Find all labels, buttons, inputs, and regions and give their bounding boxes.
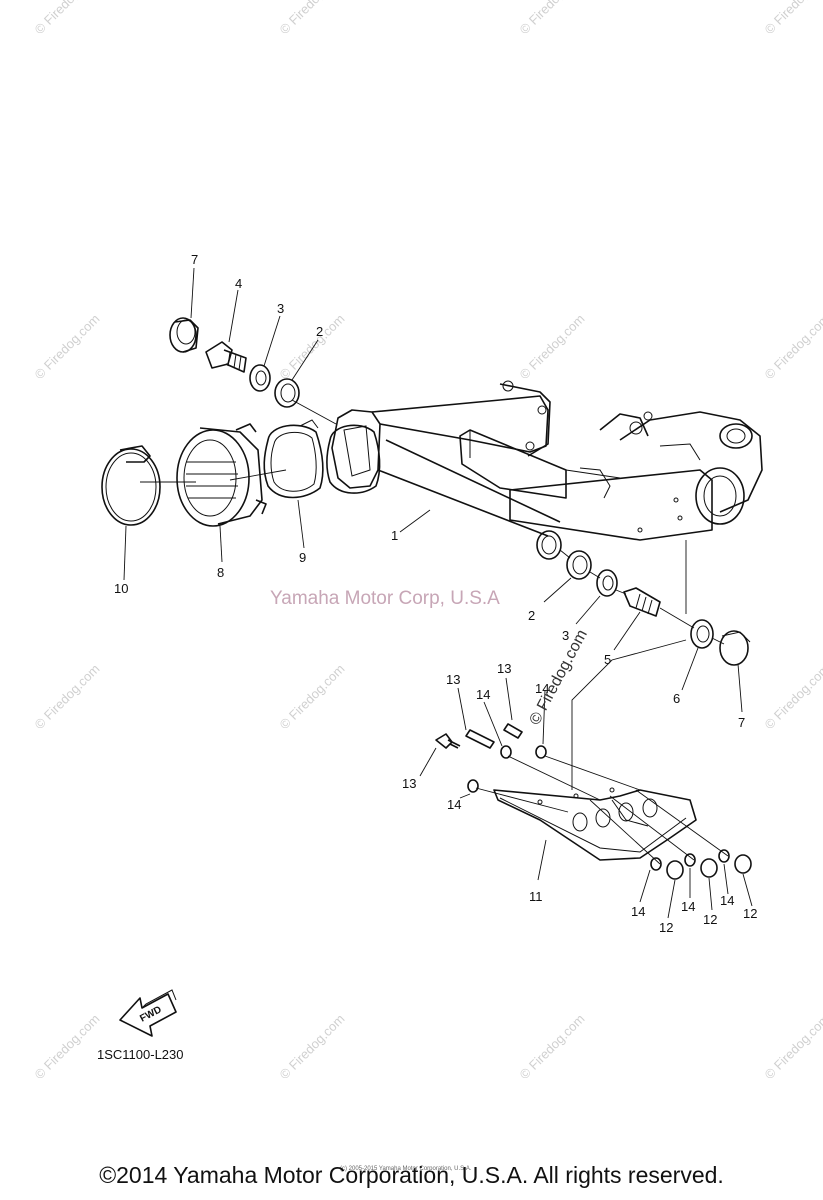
callout-14: 14 bbox=[681, 899, 695, 914]
center-watermark: Yamaha Motor Corp, U.S.A bbox=[270, 588, 500, 609]
rotated-watermark: © Firedog.com bbox=[527, 627, 591, 728]
callout-13: 13 bbox=[402, 776, 416, 791]
watermark: © Firedog.com bbox=[32, 0, 103, 37]
guard-plate-part bbox=[493, 787, 697, 861]
bearing-part-right bbox=[566, 550, 592, 580]
callout-11: 11 bbox=[529, 889, 543, 904]
gasket-part bbox=[263, 419, 324, 499]
callout-13: 13 bbox=[497, 661, 511, 676]
callout-1: 1 bbox=[391, 528, 398, 543]
bearing-part-left bbox=[274, 378, 300, 408]
callout-13: 13 bbox=[446, 672, 460, 687]
callout-12: 12 bbox=[659, 920, 673, 935]
oil-seal-part-left bbox=[249, 364, 271, 392]
callout-10: 10 bbox=[114, 581, 128, 596]
pivot-shaft-part bbox=[205, 341, 247, 373]
watermark: © Firedog.com bbox=[762, 1011, 823, 1082]
watermark: © Firedog.com bbox=[517, 311, 588, 382]
watermark: © Firedog.com bbox=[762, 311, 823, 382]
diagram-code: 1SC1100-L230 bbox=[97, 1047, 184, 1062]
callout-7: 7 bbox=[191, 252, 198, 267]
fwd-arrow-icon: FWD bbox=[119, 989, 177, 1037]
callout-2: 2 bbox=[528, 608, 535, 623]
collar-part bbox=[623, 587, 661, 617]
oil-seal-part-right bbox=[596, 569, 618, 597]
cap-part-left bbox=[169, 317, 199, 353]
watermark: © Firedog.com bbox=[517, 0, 588, 37]
cap-part-right bbox=[719, 630, 751, 666]
nut-parts bbox=[666, 854, 752, 880]
watermark: © Firedog.com bbox=[277, 311, 348, 382]
callout-8: 8 bbox=[217, 565, 224, 580]
joint-boot-part bbox=[176, 423, 267, 527]
swingarm-part bbox=[331, 380, 763, 560]
watermark: © Firedog.com bbox=[32, 661, 103, 732]
callout-2: 2 bbox=[316, 324, 323, 339]
callout-12: 12 bbox=[703, 912, 717, 927]
callout-14: 14 bbox=[535, 681, 549, 696]
watermark: © Firedog.com bbox=[277, 1011, 348, 1082]
watermark: © Firedog.com bbox=[277, 661, 348, 732]
callout-14: 14 bbox=[476, 687, 490, 702]
tiny-credit: (c) 2005-2015 Yamaha Motor Corporation, … bbox=[340, 1166, 472, 1172]
band-part bbox=[101, 445, 161, 526]
copyright-notice: ©2014 Yamaha Motor Corporation, U.S.A. A… bbox=[99, 1162, 724, 1188]
watermark: © Firedog.com bbox=[32, 1011, 103, 1082]
callout-9: 9 bbox=[299, 550, 306, 565]
callout-3: 3 bbox=[277, 301, 284, 316]
callout-12: 12 bbox=[743, 906, 757, 921]
callout-14: 14 bbox=[720, 893, 734, 908]
watermark: © Firedog.com bbox=[517, 1011, 588, 1082]
collar-parts bbox=[467, 745, 730, 871]
callout-3: 3 bbox=[562, 628, 569, 643]
callout-4: 4 bbox=[235, 276, 242, 291]
watermark: © Firedog.com bbox=[277, 0, 348, 37]
callout-7: 7 bbox=[738, 715, 745, 730]
callout-5: 5 bbox=[604, 652, 611, 667]
callout-6: 6 bbox=[673, 691, 680, 706]
bolt-parts bbox=[435, 723, 523, 749]
callout-labels: 7 4 3 2 1 10 8 9 2 3 5 6 7 13 13 14 14 1… bbox=[114, 252, 757, 935]
watermark: © Firedog.com bbox=[762, 0, 823, 37]
callout-14: 14 bbox=[447, 797, 461, 812]
seal-part-right bbox=[690, 619, 714, 649]
watermark: © Firedog.com bbox=[762, 661, 823, 732]
leader-lines bbox=[123, 267, 753, 919]
callout-14: 14 bbox=[631, 904, 645, 919]
watermark: © Firedog.com bbox=[32, 311, 103, 382]
